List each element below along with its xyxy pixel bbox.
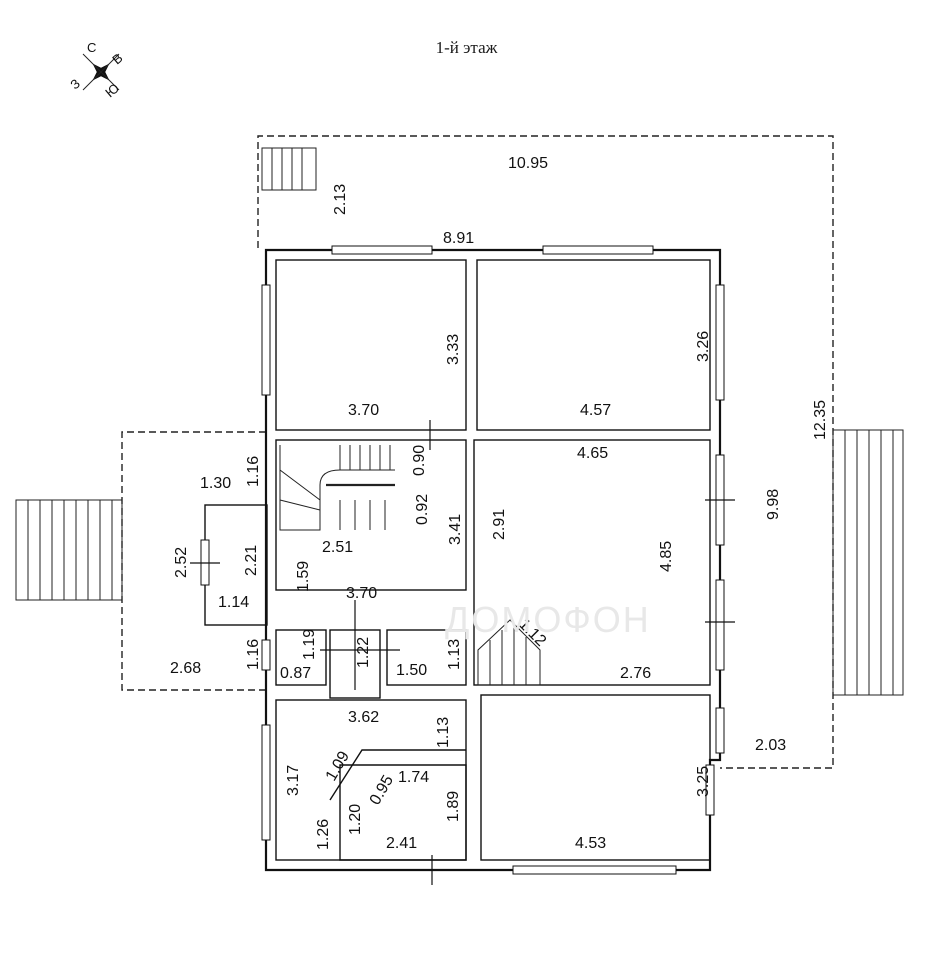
interior-stairs	[279, 445, 541, 686]
dim-house-width: 8.91	[443, 230, 474, 247]
dim-kitchen-height: 3.17	[285, 765, 302, 796]
dim-kitchen-side: 1.13	[435, 717, 452, 748]
watermark: ДОМОФОН	[445, 599, 651, 640]
dim-small-1-50: 1.50	[396, 662, 427, 679]
dim-stair-a: 0.90	[411, 445, 428, 476]
dim-small-0-87: 0.87	[280, 665, 311, 682]
dim-hall-top: 1.16	[245, 456, 262, 487]
dim-bath-height: 1.89	[445, 791, 462, 822]
walls	[204, 248, 722, 872]
dimension-labels: 10.95 2.13 8.91 3.33 3.70 3.26 4.57 12.3…	[170, 155, 829, 852]
dim-stair-width: 2.51	[322, 539, 353, 556]
dim-small-1-19: 1.19	[301, 629, 318, 660]
dim-terrace-right: 12.35	[812, 400, 829, 440]
terrace-outline	[121, 135, 834, 769]
dim-small-1-16: 1.16	[245, 639, 262, 670]
dim-house-depth: 9.98	[765, 489, 782, 520]
dim-bed1-width: 3.70	[348, 402, 379, 419]
outside-stairs	[15, 147, 904, 696]
dim-bath-width: 1.74	[398, 769, 429, 786]
dim-corridor-height: 1.59	[295, 561, 312, 592]
dim-bed3-width: 4.53	[575, 835, 606, 852]
dim-diag-1-09: 1.09	[323, 748, 353, 784]
dim-closet-width: 1.14	[218, 594, 249, 611]
dim-bed3-height: 3.25	[695, 766, 712, 797]
compass-west: З	[67, 76, 83, 93]
dim-bed2-width: 4.57	[580, 402, 611, 419]
dim-bed1-height: 3.33	[445, 334, 462, 365]
dim-bath-left: 1.20	[347, 804, 364, 835]
dim-diag-0-95: 0.95	[367, 772, 397, 808]
dim-living-left: 2.91	[491, 509, 508, 540]
dim-living-height: 4.85	[658, 541, 675, 572]
dim-terrace-width: 10.95	[508, 155, 548, 172]
dim-hall-height: 3.41	[447, 514, 464, 545]
dim-living-top: 4.65	[577, 445, 608, 462]
compass-east: В	[109, 50, 125, 67]
dim-living-bottom: 2.76	[620, 665, 651, 682]
dim-corridor-width: 3.70	[346, 585, 377, 602]
dim-kitchen-top: 3.62	[348, 709, 379, 726]
dim-stair-top: 2.13	[332, 184, 349, 215]
compass-south: Ю	[102, 80, 122, 100]
compass-north: С	[87, 40, 96, 55]
dim-small-1-22: 1.22	[355, 637, 372, 668]
dimension-ticks	[190, 420, 735, 885]
dim-bed2-height: 3.26	[695, 331, 712, 362]
compass-rose-icon: С В Ю З	[67, 40, 125, 100]
floor-title: 1-й этаж	[435, 38, 498, 57]
dim-terrace-bottom: 2.03	[755, 737, 786, 754]
dim-kitchen-bottom: 1.26	[315, 819, 332, 850]
dim-stair-b: 0.92	[414, 494, 431, 525]
dim-hall-side: 1.30	[200, 475, 231, 492]
windows	[200, 245, 725, 875]
dim-porch-height: 2.52	[173, 547, 190, 578]
dim-closet-height: 2.21	[243, 545, 260, 576]
dim-small-1-13: 1.13	[446, 639, 463, 670]
dim-porch-width: 2.68	[170, 660, 201, 677]
dim-bath-bottom: 2.41	[386, 835, 417, 852]
